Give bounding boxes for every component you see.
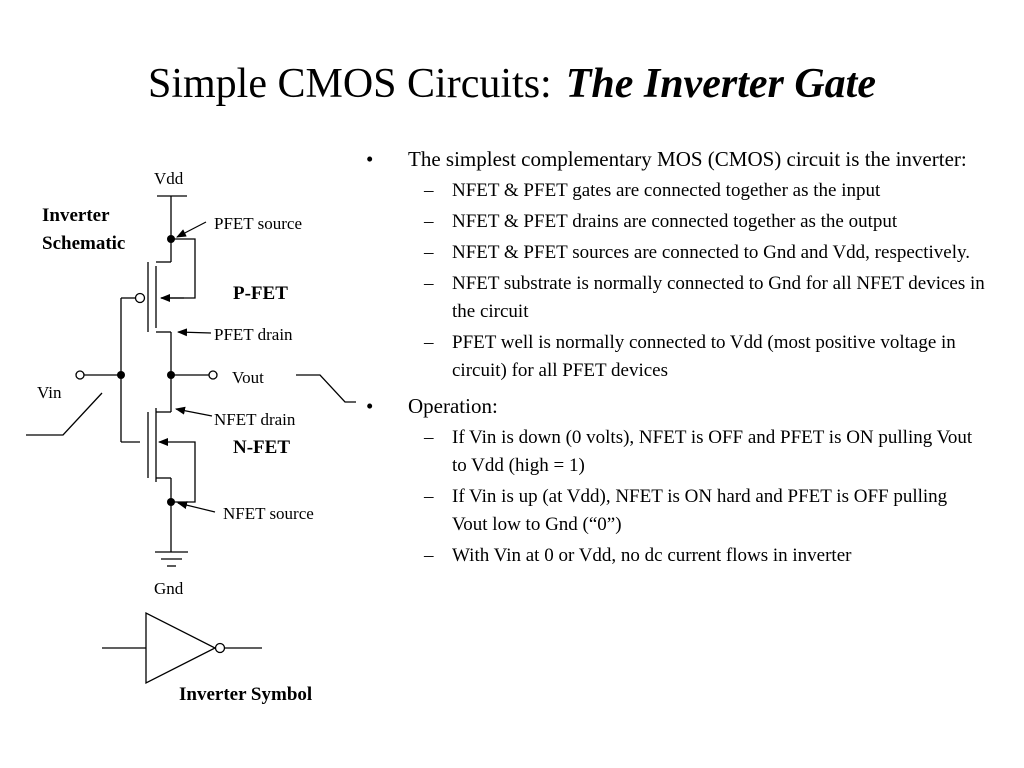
inverter-diagram: Inverter Schematic Vdd P-FET Vin Vout N-… (26, 169, 356, 705)
schematic-heading-line1: Inverter (42, 205, 110, 226)
title-emphasis: The Inverter Gate (565, 61, 876, 107)
bullet-1: • The simplest complementary MOS (CMOS) … (366, 144, 986, 174)
bullet-list: • The simplest complementary MOS (CMOS) … (366, 138, 986, 570)
sub-bullet-text: PFET well is normally connected to Vdd (… (452, 332, 956, 381)
dash-marker: – (424, 180, 434, 201)
sub-bullet-text: With Vin at 0 or Vdd, no dc current flow… (452, 545, 852, 566)
nfet-substrate-wire (171, 441, 196, 503)
input-node (117, 371, 125, 379)
bullet-marker: • (366, 394, 374, 418)
sub-bullet-text: If Vin is up (at Vdd), NFET is ON hard a… (452, 486, 948, 535)
sub-bullet-text: If Vin is down (0 volts), NFET is OFF an… (452, 427, 973, 476)
nfet-source-node (167, 498, 175, 506)
pfet-source-label: PFET source (214, 214, 302, 233)
sub-bullet-text: NFET & PFET drains are connected togethe… (452, 211, 898, 232)
nfet-source-label: NFET source (223, 504, 314, 523)
vout-waveform (296, 374, 356, 403)
sub-bullet: –NFET & PFET gates are connected togethe… (366, 177, 986, 205)
output-terminal (208, 370, 218, 380)
pfet-label: P-FET (233, 283, 288, 304)
dash-marker: – (424, 211, 434, 232)
sub-bullet-text: NFET & PFET sources are connected to Gnd… (452, 242, 970, 263)
sub-bullet: –NFET & PFET drains are connected togeth… (366, 208, 986, 236)
sub-bullet-text: NFET substrate is normally connected to … (452, 273, 985, 322)
pfet-source-arrow (176, 221, 207, 238)
bullet-marker: • (366, 147, 374, 171)
inverter-symbol-caption: Inverter Symbol (179, 684, 312, 705)
sub-bullet: –NFET substrate is normally connected to… (366, 270, 986, 326)
dash-marker: – (424, 545, 434, 566)
bullet-2-text: Operation: (408, 394, 498, 418)
sub-bullet: –If Vin is down (0 volts), NFET is OFF a… (366, 424, 986, 480)
dash-marker: – (424, 273, 434, 294)
sub-bullet: –If Vin is up (at Vdd), NFET is ON hard … (366, 483, 986, 539)
sub-bullet: –With Vin at 0 or Vdd, no dc current flo… (366, 542, 986, 570)
dash-marker: – (424, 427, 434, 448)
vin-label: Vin (37, 383, 62, 402)
symbol-bubble (214, 642, 226, 654)
gnd-label: Gnd (154, 579, 184, 598)
title-main: Simple CMOS Circuits: (147, 61, 552, 107)
nfet-label: N-FET (233, 437, 290, 458)
nfet-drain-arrow (175, 406, 213, 417)
pfet-drain-arrow (177, 328, 212, 337)
sub-bullet: –PFET well is normally connected to Vdd … (366, 329, 986, 385)
vin-waveform (26, 392, 103, 436)
bullet-2: • Operation: (366, 391, 986, 421)
sub-bullet: –NFET & PFET sources are connected to Gn… (366, 239, 986, 267)
pfet-gate-bubble (134, 292, 146, 304)
symbol-triangle (145, 611, 217, 685)
schematic-heading-line2: Schematic (42, 233, 125, 254)
input-terminal (75, 370, 85, 380)
nfet-source-arrow (177, 501, 216, 513)
bullet-1-text: The simplest complementary MOS (CMOS) ci… (408, 147, 967, 171)
slide-title: Simple CMOS Circuits: The Inverter Gate (0, 56, 1024, 112)
nfet-drain-label: NFET drain (214, 410, 296, 429)
pfet-well-wire (161, 238, 196, 299)
dash-marker: – (424, 332, 434, 353)
pfet-drain-label: PFET drain (214, 325, 293, 344)
dash-marker: – (424, 486, 434, 507)
vdd-label: Vdd (154, 169, 184, 188)
sub-bullet-text: NFET & PFET gates are connected together… (452, 180, 881, 201)
vout-label: Vout (232, 368, 264, 387)
dash-marker: – (424, 242, 434, 263)
